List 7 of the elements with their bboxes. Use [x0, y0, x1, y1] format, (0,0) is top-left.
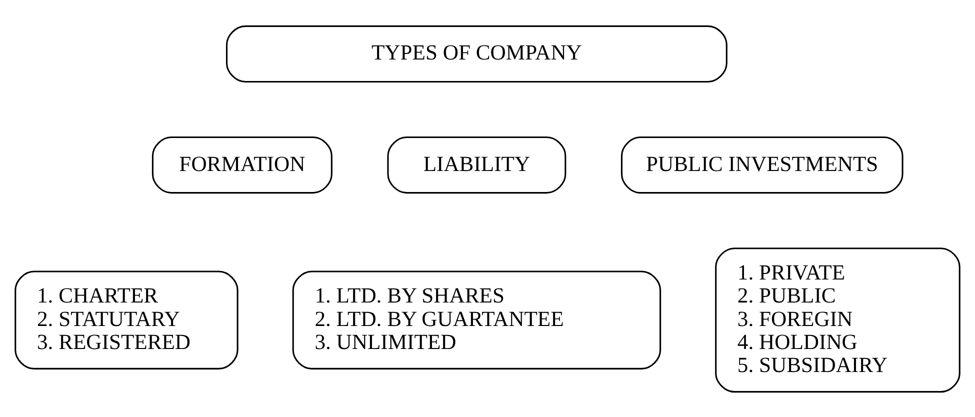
node-box: LIABILITY — [387, 136, 566, 194]
node-box: 1. PRIVATE 2. PUBLIC 3. FOREGIN 4. HOLDING 5. SUBSIDAIRY — [715, 247, 960, 392]
node-box: TYPES OF COMPANY — [226, 24, 728, 82]
node-box: 1. CHARTER 2. STATUTARY 3. REGISTERED — [14, 270, 238, 369]
node-box: FORMATION — [152, 136, 332, 194]
node-box: 1. LTD. BY SHARES 2. LTD. BY GUARTANTEE 3. UNLIMITED — [292, 270, 662, 369]
node-box: PUBLIC INVESTMENTS — [620, 136, 904, 194]
